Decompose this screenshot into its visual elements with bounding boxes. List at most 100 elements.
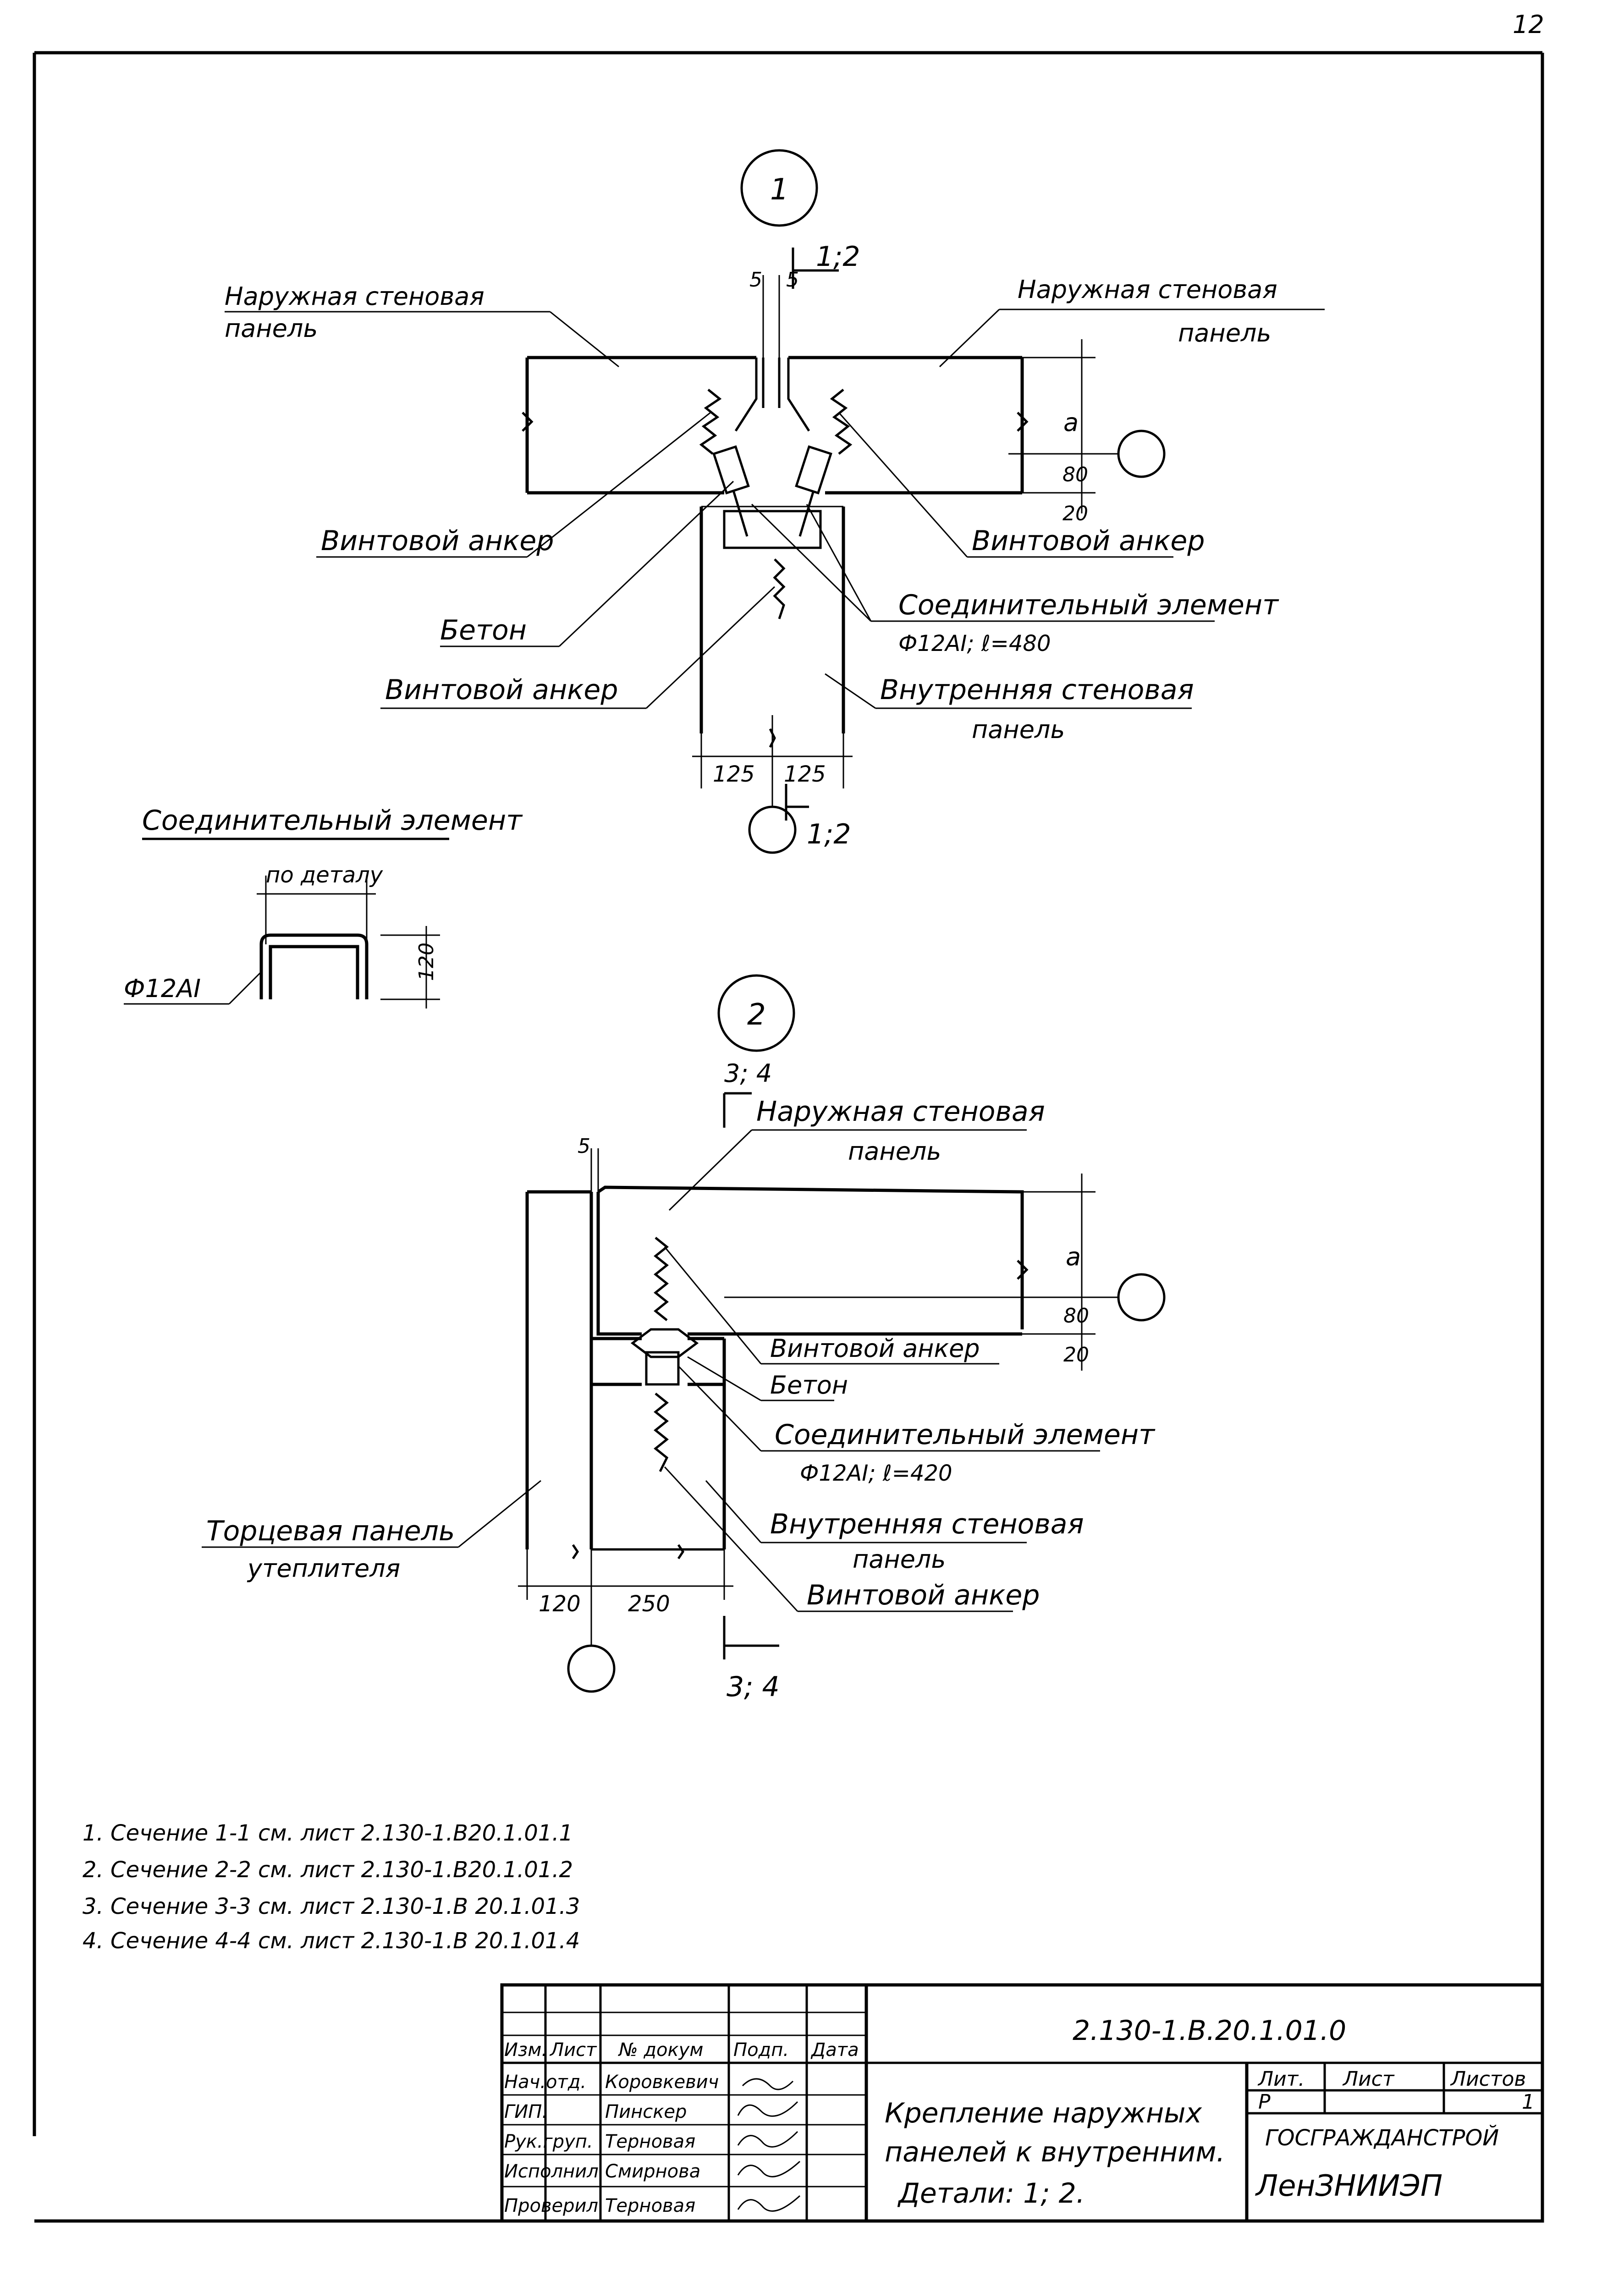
detail-1-connector-1: Соединительный элемент <box>898 589 1279 621</box>
tb-doc-code: 2.130-1.В.20.1.01.0 <box>1073 2015 1346 2047</box>
tb-header-list: Лист <box>549 2039 597 2061</box>
detail-1-marker-label: 1 <box>770 173 789 207</box>
detail-1-dimensions-bottom: 125 125 1;2 <box>692 715 853 854</box>
connector-bar-shape <box>259 933 369 999</box>
detail-2-outer-panel <box>596 1185 1029 1336</box>
connector-detail-height: 120 <box>415 942 438 981</box>
detail-1-anchor-lower-icon <box>773 558 786 619</box>
tb-header-doc: № докум <box>618 2039 703 2061</box>
note-3: 3. Сечение 3-3 см. лист 2.130-1.В 20.1.0… <box>83 1894 580 1919</box>
detail-2-screw-anchor-upper: Винтовой анкер <box>770 1334 980 1363</box>
connector-detail-bar-label: Ф12АI <box>124 974 201 1003</box>
detail-1-outer-panel-left-2: панель <box>225 314 318 343</box>
detail-1-screw-anchor-left: Винтовой анкер <box>321 525 554 557</box>
tb-name-2: Пинскер <box>605 2101 687 2122</box>
tb-name-1: Коровкевич <box>605 2072 719 2093</box>
detail-1-concrete: Бетон <box>440 614 527 646</box>
tb-role-5: Проверил <box>504 2195 598 2216</box>
detail-1-section-ref-bottom: 1;2 <box>807 818 851 850</box>
detail-2-gap-label: 5 <box>578 1135 590 1158</box>
detail-1-axis-circle-bottom <box>748 805 797 854</box>
detail-1-gap-label-a: 5 <box>749 268 762 292</box>
tb-title-2: панелей к внутренним. <box>885 2136 1225 2168</box>
detail-2-inner-panel <box>572 1337 726 1560</box>
detail-2-concrete: Бетон <box>770 1371 848 1400</box>
detail-2-anchor-upper-icon <box>653 1237 669 1321</box>
detail-1-dim-80: 80 <box>1062 463 1088 486</box>
detail-1-outer-panel-right-2: панель <box>1178 319 1271 347</box>
detail-2-end-panel <box>525 1190 593 1549</box>
title-block: Изм. Лист № докум Подп. Дата Нач.отд. ГИ… <box>500 1983 1544 2223</box>
detail-2-anchor-lower-icon <box>653 1393 669 1472</box>
detail-1-inner-panel-1: Внутренняя стеновая <box>880 674 1194 706</box>
tb-role-4: Исполнил <box>504 2161 599 2182</box>
detail-1-outer-panel-left-1: Наружная стеновая <box>225 282 484 311</box>
detail-2-outer-panel-2: панель <box>848 1137 941 1166</box>
detail-1-dim-125-right: 125 <box>784 761 826 787</box>
tb-title-1: Крепление наружных <box>885 2097 1202 2129</box>
detail-2-marker-label: 2 <box>747 998 766 1032</box>
detail-1-section-ref: 1;2 <box>816 241 860 273</box>
page-number: 12 <box>1513 10 1544 39</box>
detail-2-dim-a: а <box>1066 1242 1081 1271</box>
detail-2: 2 3; 4 Наружная стеновая панель 5 <box>202 974 1166 1703</box>
detail-1-connector-2: Ф12АI; ℓ=480 <box>898 631 1051 656</box>
tb-role-3: Рук.груп. <box>504 2131 593 2152</box>
detail-2-end-panel-2: утеплителя <box>247 1554 400 1583</box>
detail-2-dim-120: 120 <box>539 1591 581 1617</box>
tb-role-2: ГИП. <box>504 2101 548 2122</box>
detail-1-axis-circle <box>1117 430 1166 478</box>
detail-2-connector-2: Ф12АI; ℓ=420 <box>800 1460 952 1486</box>
connector-detail-length-label: по деталу <box>266 862 383 888</box>
detail-2-section-ref: 3; 4 <box>724 1059 772 1088</box>
detail-1-inner-panel-2: панель <box>972 715 1065 744</box>
tb-header-izm: Изм. <box>504 2039 547 2061</box>
tb-title-3: Детали: 1; 2. <box>897 2177 1085 2210</box>
tb-header-sign: Подп. <box>733 2039 789 2061</box>
detail-2-outer-panel-1: Наружная стеновая <box>756 1096 1045 1128</box>
detail-2-dimensions-bottom: 120 250 3; 4 <box>518 1549 780 1703</box>
detail-2-inner-panel-1: Внутренняя стеновая <box>770 1508 1084 1540</box>
note-2: 2. Сечение 2-2 см. лист 2.130-1.В20.1.01… <box>83 1857 573 1883</box>
detail-2-end-panel-1: Торцевая панель <box>206 1515 455 1547</box>
detail-1-screw-anchor-right: Винтовой анкер <box>972 525 1205 557</box>
detail-2-inner-panel-2: панель <box>853 1545 946 1574</box>
tb-name-3: Терновая <box>605 2131 695 2152</box>
detail-1-anchor-left-icon <box>699 389 722 455</box>
detail-1: 1 1;2 5 5 <box>225 149 1325 854</box>
detail-1-gap-label-b: 5 <box>786 268 799 292</box>
tb-sheets-label: Листов <box>1450 2067 1526 2091</box>
tb-signatures <box>737 2078 801 2212</box>
detail-1-screw-anchor-lower: Винтовой анкер <box>385 674 618 706</box>
detail-2-connector-1: Соединительный элемент <box>775 1419 1156 1451</box>
detail-2-dimensions-right: а 80 20 <box>724 1174 1166 1371</box>
detail-2-dim-250: 250 <box>628 1591 670 1617</box>
detail-1-dimensions-right: а 80 20 <box>1008 339 1166 525</box>
notes: 1. Сечение 1-1 см. лист 2.130-1.В20.1.01… <box>83 1820 580 1954</box>
tb-org-top: ГОСГРАЖДАНСТРОЙ <box>1265 2125 1499 2151</box>
detail-2-dim-20: 20 <box>1063 1343 1089 1367</box>
detail-1-outer-panel-right-1: Наружная стеновая <box>1018 275 1277 304</box>
tb-lit-value: Р <box>1258 2090 1271 2114</box>
detail-1-dim-20: 20 <box>1062 502 1088 525</box>
detail-1-outer-panels <box>522 356 1029 495</box>
detail-2-dim-80: 80 <box>1063 1304 1089 1328</box>
detail-2-axis-circle-bottom <box>567 1644 616 1693</box>
detail-1-inner-panel <box>699 506 845 748</box>
detail-1-marker <box>740 149 818 227</box>
tb-sheets-value: 1 <box>1522 2090 1535 2114</box>
tb-org-bottom: ЛенЗНИИЭП <box>1255 2169 1442 2203</box>
note-4: 4. Сечение 4-4 см. лист 2.130-1.В 20.1.0… <box>83 1928 580 1954</box>
connector-detail-title: Соединительный элемент <box>142 805 523 837</box>
tb-name-4: Смирнова <box>605 2161 700 2182</box>
tb-header-date: Дата <box>810 2039 859 2061</box>
detail-1-anchor-right-icon <box>830 389 853 455</box>
detail-2-screw-anchor-lower: Винтовой анкер <box>807 1579 1040 1611</box>
connector-detail: Соединительный элемент по деталу Ф12АI 1… <box>124 805 523 1008</box>
detail-2-axis-circle <box>1117 1273 1166 1322</box>
tb-lit-label: Лит. <box>1257 2067 1305 2091</box>
tb-sheet-label: Лист <box>1342 2067 1395 2091</box>
detail-1-dim-125-left: 125 <box>713 761 755 787</box>
note-1: 1. Сечение 1-1 см. лист 2.130-1.В20.1.01… <box>83 1820 573 1846</box>
